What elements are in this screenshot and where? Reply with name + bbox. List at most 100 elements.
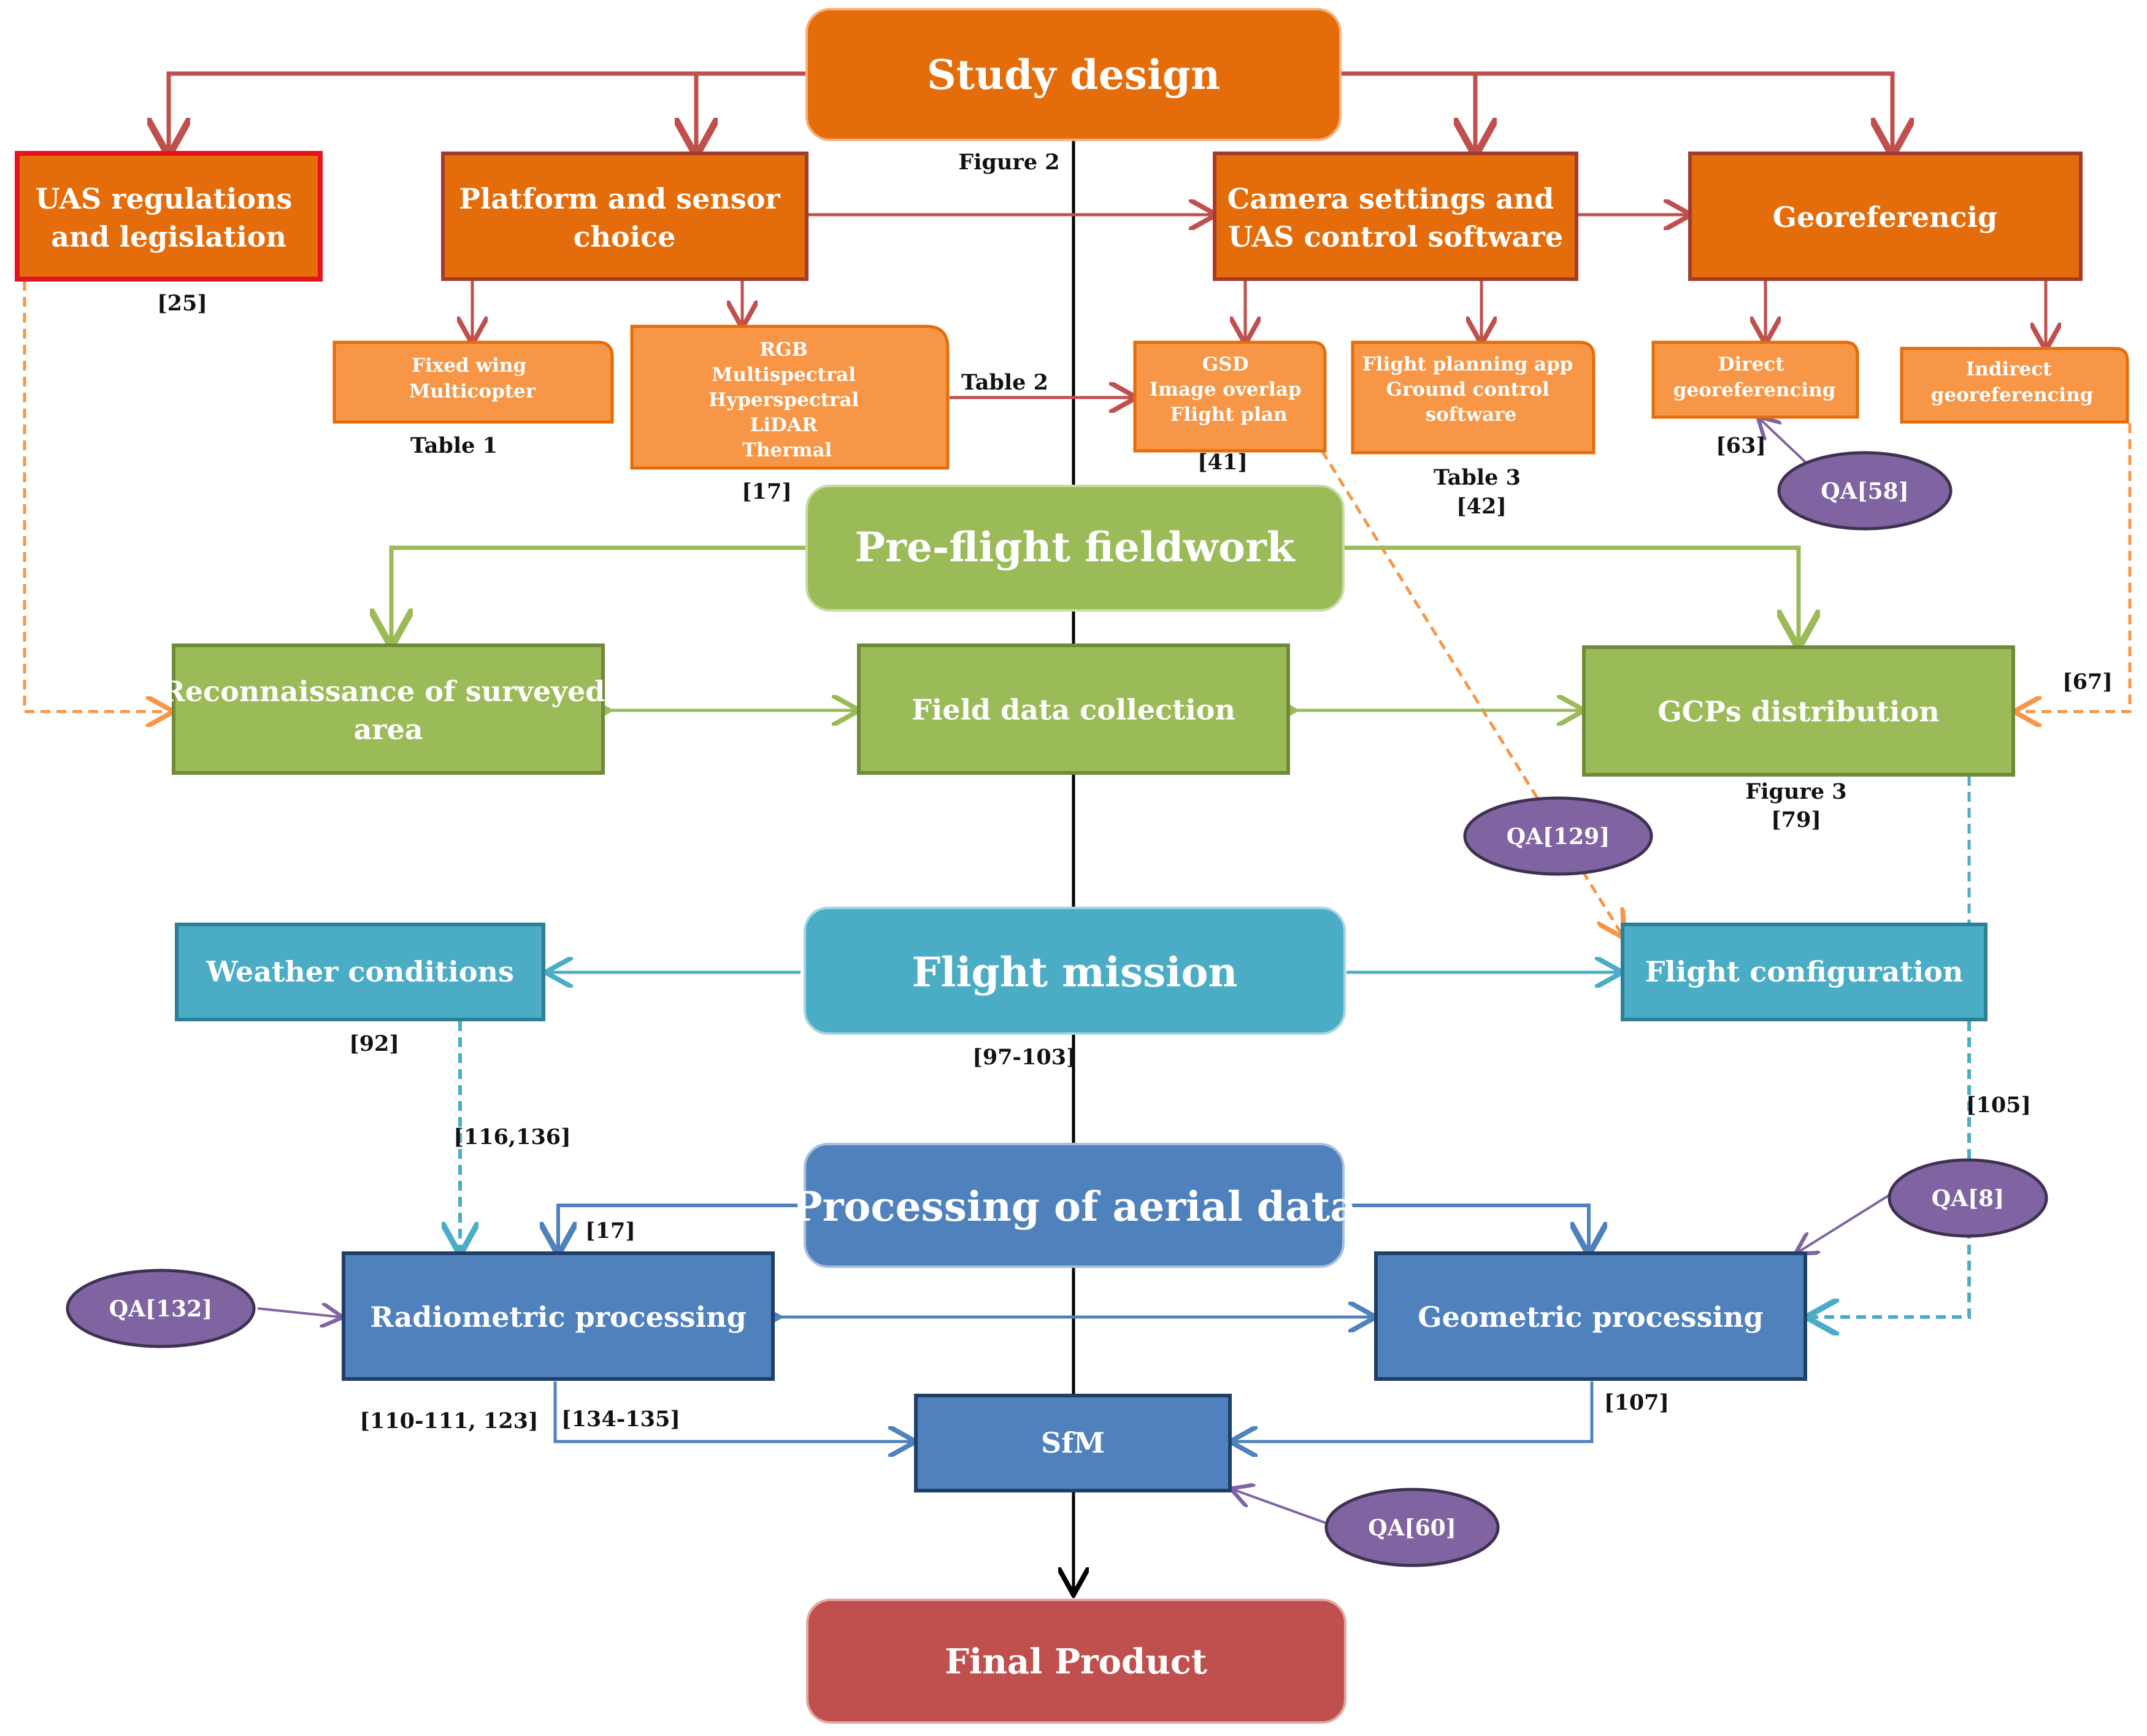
table3-ref: Table 3 [1434,465,1521,490]
gcps-label: GCPs distribution [1657,695,1939,728]
qa8-ellipse: QA[8] [1888,1158,2048,1238]
ref105-label: [105] [1966,1093,2031,1118]
flight-configuration-node: Flight configuration [1621,923,1988,1021]
processing-to-geometric-arrow [1343,1204,1589,1251]
georeferencing-node: Georeferencig [1688,152,2083,281]
platform-sensor-line-2: choice [574,220,676,253]
qa8-label: QA[8] [1932,1186,2004,1212]
flightconfig-to-geometric-dashed [1810,1021,1971,1317]
ref67-label: [67] [2062,669,2113,694]
svg-text:Flight planning app Grou: Flight planning app Ground control softw… [1362,353,1580,426]
study-to-uas-arrow [169,71,807,152]
processing-to-radiometric-arrow [558,1204,805,1251]
ref107-label: [107] [1604,1390,1669,1415]
sensor-lidar: LiDAR [750,414,818,436]
geometric-node: Geometric processing [1374,1251,1807,1381]
platform-sensor-line-1: Platform and sensor [459,182,780,215]
pre-flight-node: Pre-flight fieldwork [805,485,1345,612]
qa132-pointer [257,1308,340,1317]
sensor-thermal: Thermal [742,439,832,461]
ref134-135-label: [134-135] [561,1407,680,1432]
processing-label: Processing of aerial data [792,1183,1356,1231]
figure2-ref: Figure 2 [958,150,1059,175]
flight-planning-line-2: Ground control [1386,378,1549,401]
ref42-label: [42] [1456,494,1507,519]
uas-regulations-line-2: and legislation [51,220,286,253]
flight-planning-line-1: Flight planning app [1362,353,1573,375]
reconnaissance-node: Reconnaissance of surveyed area [162,643,615,775]
ref79-label: [79] [1771,807,1821,832]
study-design-label: Study design [927,51,1220,99]
study-to-georef-arrow [1340,71,1892,152]
svg-text:GSD Image overlap: GSD Image overlap Flight plan [1150,353,1308,426]
flight-mission-node: Flight mission [804,907,1346,1035]
sfm-node: SfM [914,1394,1232,1492]
uas-regulations-node: UAS regulations and legislation [15,151,323,282]
qa60-label: QA[60] [1368,1515,1456,1541]
ref17-top-label: [17] [742,479,792,504]
direct-georeferencing-node: Direct georeferencing [1651,340,1859,419]
svg-text:Fixed wing Multicopter: Fixed wing Multicopter [409,355,536,402]
field-data-node: Field data collection [857,643,1290,775]
camera-settings-line-2: UAS control software [1228,220,1563,253]
geometric-label: Geometric processing [1418,1300,1763,1334]
direct-geo-line-1: Direct [1718,353,1785,375]
figure3-ref: Figure 3 [1745,779,1846,804]
sensor-multispectral: Multispectral [712,364,856,386]
gcps-node: GCPs distribution [1582,645,2015,777]
fixed-wing-line-2: Multicopter [409,380,536,402]
qa60-ellipse: QA[60] [1324,1488,1500,1567]
sensor-hyperspectral: Hyperspectral [709,389,859,411]
qa58-label: QA[58] [1821,478,1908,504]
uas-regulations-line-1: UAS regulations [36,182,293,215]
final-product-label: Final Product [945,1642,1207,1682]
qa129-label: QA[129] [1507,824,1610,850]
direct-geo-line-2: georeferencing [1673,379,1836,401]
ref116-136-label: [116,136] [453,1124,570,1150]
qa8-pointer [1797,1192,1894,1253]
fixed-wing-node: Fixed wing Multicopter [332,340,614,424]
indirect-geo-line-2: georeferencing [1931,384,2094,406]
uas-to-reconnaissance-dashed [23,281,171,712]
flight-planning-node: Flight planning app Ground control softw… [1351,340,1596,455]
connectors [23,71,2132,1524]
svg-text:Direct georeferencing: Direct georeferencing [1673,353,1836,401]
field-data-label: Field data collection [912,693,1235,726]
qa129-ellipse: QA[129] [1463,796,1653,876]
indirect-georeferencing-node: Indirect georeferencing [1900,347,2129,424]
reconnaissance-line-1: Reconnaissance of surveyed [162,675,605,708]
sensor-rgb: RGB [759,339,807,361]
study-design-node: Study design [805,8,1342,141]
sfm-label: SfM [1041,1426,1105,1459]
gsd-line-3: Flight plan [1170,404,1288,426]
flight-mission-label: Flight mission [912,948,1238,996]
svg-text:Platform and sensor choi: Platform and sensor choice [459,182,789,253]
qa58-pointer [1759,418,1808,464]
flight-configuration-label: Flight configuration [1645,955,1964,988]
svg-text:Camera settings and UAS: Camera settings and UAS control software [1227,182,1564,253]
georeferencing-label: Georeferencig [1773,201,1997,234]
indirect-geo-line-1: Indirect [1966,358,2052,380]
fixed-wing-line-1: Fixed wing [412,355,526,377]
gsd-node: GSD Image overlap Flight plan [1133,340,1327,453]
svg-text:Indirect georeferencing: Indirect georeferencing [1931,358,2094,406]
preflight-to-gcps-arrow [1343,545,1799,644]
ref17-bottom-label: [17] [585,1218,636,1243]
camera-settings-line-1: Camera settings and [1227,182,1554,215]
flight-planning-line-3: software [1426,404,1517,426]
camera-settings-node: Camera settings and UAS control software [1213,152,1578,281]
weather-label: Weather conditions [205,955,514,988]
gsd-line-2: Image overlap [1150,378,1302,401]
weather-node: Weather conditions [175,923,545,1021]
ref110-111-123-label: [110-111, 123] [359,1408,538,1434]
table1-ref: Table 1 [410,433,497,458]
reference-labels: Figure 2 [25] Table 1 [17] Table 2 [41] … [157,150,2113,1434]
qa132-ellipse: QA[132] [66,1269,256,1348]
final-product-node: Final Product [806,1599,1346,1724]
platform-sensor-node: Platform and sensor choice [441,152,808,281]
svg-text:Reconnaissance of surveyed: Reconnaissance of surveyed area [162,675,615,746]
qa132-label: QA[132] [109,1296,213,1322]
preflight-to-recon-arrow [391,545,807,643]
ref25-label: [25] [157,291,207,316]
